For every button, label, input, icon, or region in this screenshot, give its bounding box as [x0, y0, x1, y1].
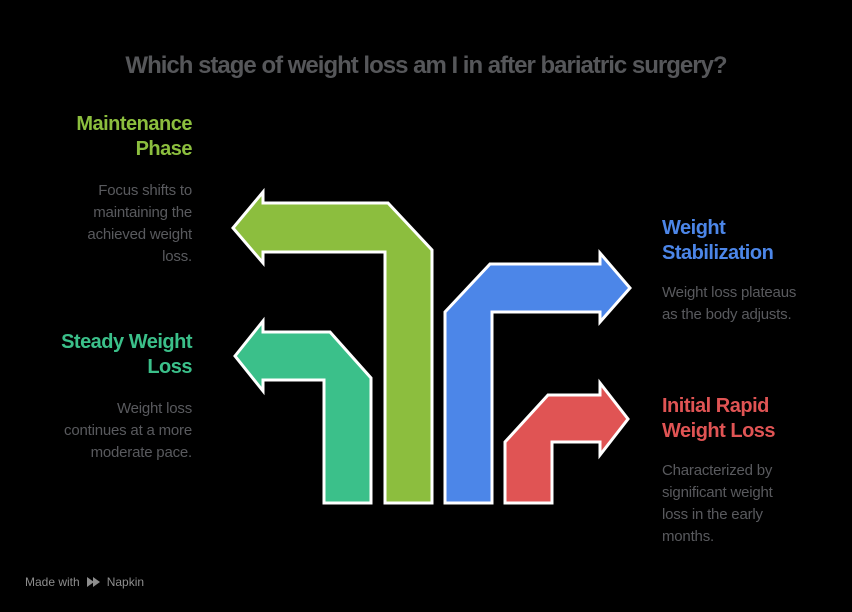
stage-maintenance-phase: Maintenance Phase Focus shifts to mainta…: [76, 112, 192, 268]
arrow-initial-rapid-weight-loss-icon: [503, 378, 630, 505]
stage-description-weight-stabilization: Weight loss plateaus as the body adjusts…: [662, 284, 797, 323]
stage-description-initial-rapid-weight-loss: Characterized by significant weight loss…: [662, 462, 773, 545]
stage-label-steady-weight-loss: Steady Weight Loss: [61, 331, 192, 378]
stage-steady-weight-loss: Steady Weight Loss Weight loss continues…: [61, 330, 192, 464]
arrow-weight-stabilization-icon: [443, 248, 632, 505]
page-title: Which stage of weight loss am I in after…: [125, 52, 727, 79]
stage-label-weight-stabilization: Weight Stabilization: [662, 217, 774, 264]
stage-description-steady-weight-loss: Weight loss continues at a more moderate…: [64, 400, 192, 461]
stage-label-maintenance-phase: Maintenance Phase: [76, 113, 192, 160]
napkin-watermark-link[interactable]: Made with Napkin: [25, 574, 144, 590]
stage-weight-stabilization: Weight Stabilization Weight loss plateau…: [662, 216, 796, 326]
stage-label-initial-rapid-weight-loss: Initial Rapid Weight Loss: [662, 395, 776, 442]
stage-initial-rapid-weight-loss: Initial Rapid Weight Loss Characterized …: [662, 394, 776, 548]
stage-description-maintenance-phase: Focus shifts to maintaining the achieved…: [87, 182, 192, 265]
napkin-logo-icon: [86, 577, 100, 587]
arrow-maintenance-phase-icon: [231, 187, 434, 505]
arrow-steady-weight-loss-icon: [233, 316, 373, 505]
made-with-text: Made with: [25, 575, 80, 589]
napkin-brand-text: Napkin: [106, 575, 145, 589]
